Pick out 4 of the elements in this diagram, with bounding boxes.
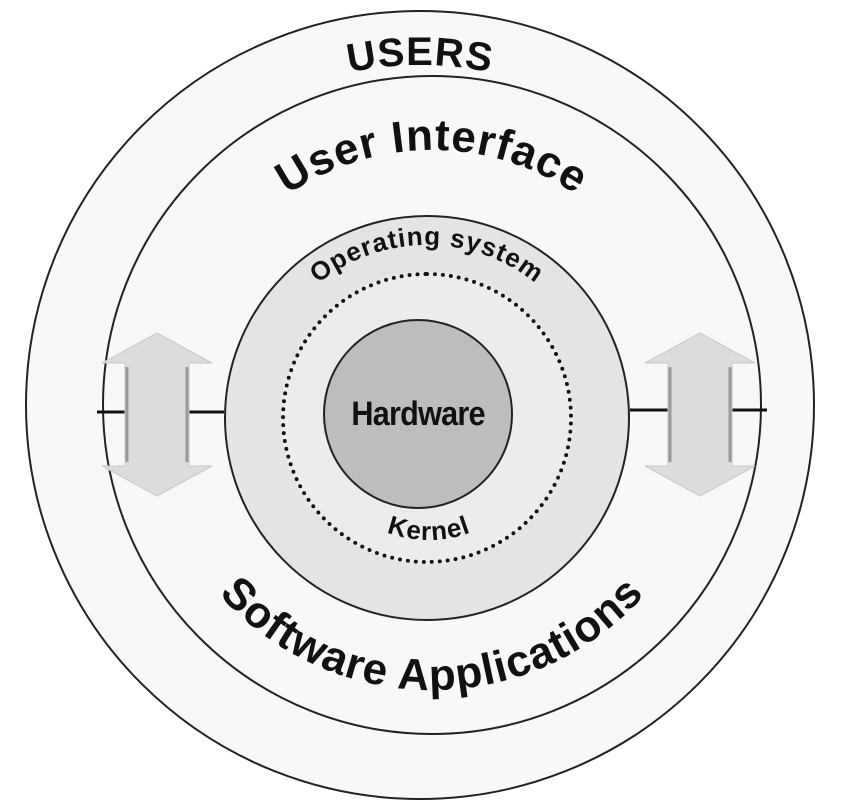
ring-label: Kernel: [384, 510, 474, 546]
ring-label: User Interface: [267, 110, 598, 204]
core-label: Hardware: [351, 394, 485, 434]
ring-label: USERS: [343, 30, 497, 82]
